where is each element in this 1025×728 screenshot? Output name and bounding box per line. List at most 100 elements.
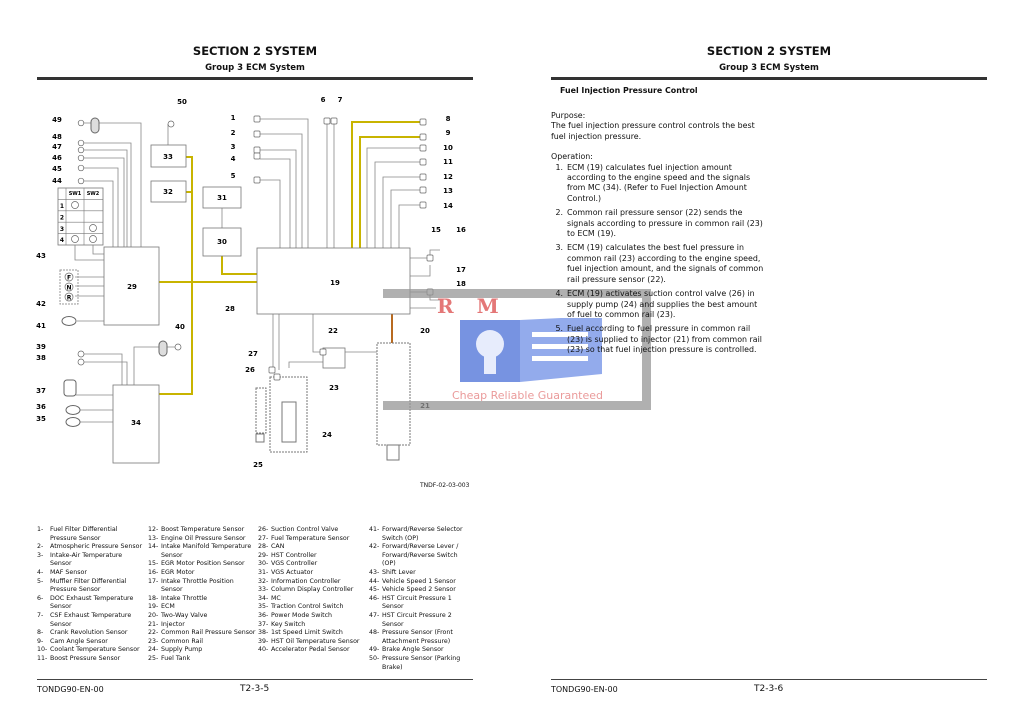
callout-32: 32 (163, 188, 173, 196)
sensor-icon (77, 164, 85, 172)
crank-signal-line (351, 121, 423, 248)
legend-text: Atmospheric Pressure Sensor (50, 543, 143, 551)
left-group-title: Group 3 ECM System (205, 63, 305, 73)
legend-text: MAF Sensor (50, 568, 87, 576)
legend-number: 18- (148, 594, 159, 602)
legend-number: 15- (148, 560, 159, 568)
legend-text: HST Circuit Pressure 1 Sensor (382, 594, 452, 611)
callout-3: 3 (231, 143, 236, 151)
legend-number: 6- (37, 594, 44, 602)
legend-text: Boost Temperature Sensor (161, 526, 245, 533)
left-section-title: SECTION 2 SYSTEM (192, 44, 318, 58)
legend-text: Fuel Filter Differential Pressure Sensor (50, 526, 118, 542)
step-text: Common rail pressure sensor (22) sends t… (567, 208, 763, 239)
legend-text: Boost Pressure Sensor (50, 654, 121, 662)
wire (260, 149, 297, 248)
fuel-tank-25 (255, 433, 265, 443)
legend-text: Cam Angle Sensor (50, 637, 108, 645)
switch-on-icon (71, 235, 79, 243)
callout-17: 17 (456, 266, 466, 274)
legend-item: 10-Coolant Temperature Sensor (37, 646, 145, 655)
legend-item: 47-HST Circuit Pressure 2 Sensor (369, 612, 464, 629)
legend-text: Crank Revolution Sensor (50, 629, 128, 637)
sensor-icon (419, 201, 427, 209)
legend-number: 47- (369, 611, 380, 619)
legend-item: 34-MC (258, 595, 366, 604)
legend-item: 36-Power Mode Switch (258, 612, 366, 621)
left-footer-rule (37, 679, 473, 680)
legend-item: 19-ECM (148, 603, 256, 612)
lever-position-icon (64, 282, 74, 292)
legend-number: 33- (258, 586, 269, 594)
box-31-vgs-actuator (202, 186, 242, 209)
right-footer-rule (551, 679, 987, 680)
box-30-vgs-controller (202, 227, 242, 257)
switch-41-icon (61, 316, 77, 326)
legend-item: 7-CSF Exhaust Temperature Sensor (37, 612, 145, 629)
wire (260, 158, 291, 248)
legend-item: 42-Forward/Reverse Lever / Forward/Rever… (369, 543, 464, 569)
legend-item: 46-HST Circuit Pressure 1 Sensor (369, 595, 464, 612)
legend-number: 42- (369, 543, 380, 551)
legend-item: 49-Brake Angle Sensor (369, 646, 464, 655)
legend-text: Forward/Reverse Selector Switch (OP) (382, 526, 463, 542)
legend-item: 4-MAF Sensor (37, 569, 145, 578)
legend-item: 43-Shift Lever (369, 569, 464, 578)
legend-number: 9- (37, 637, 44, 645)
lever-position-label: F (67, 275, 71, 282)
lever-frame (59, 269, 79, 305)
left-footer-code: TONDG90-EN-00 (37, 685, 104, 694)
wire (92, 245, 104, 255)
legend-text: Supply Pump (161, 646, 203, 654)
callout-11: 11 (443, 158, 453, 166)
step-text: ECM (19) calculates fuel injection amoun… (567, 162, 751, 203)
sensor-icon (419, 118, 427, 126)
operation-steps: 1.ECM (19) calculates fuel injection amo… (551, 163, 766, 356)
wire (260, 118, 309, 248)
callout-43: 43 (36, 252, 46, 260)
callout-49: 49 (52, 116, 62, 124)
legend-number: 43- (369, 568, 380, 576)
sensor-icon (419, 144, 427, 152)
legend-item: 50-Pressure Sensor (Parking Brake) (369, 655, 464, 672)
legend-text: Pressure Sensor (Front Attachment Pressu… (382, 629, 453, 645)
section-heading: Fuel Injection Pressure Control (560, 86, 698, 95)
legend-item: 32-Information Controller (258, 578, 366, 587)
legend-item: 27-Fuel Temperature Sensor (258, 535, 366, 544)
legend-text: ECM (161, 603, 175, 611)
pump-plunger (281, 401, 297, 443)
callout-36: 36 (36, 403, 46, 411)
callout-38: 38 (36, 354, 46, 362)
sensor-icon (77, 358, 85, 366)
operation-step: 4.ECM (19) activates suction control val… (551, 289, 766, 320)
legend-item: 38-1st Speed Limit Switch (258, 629, 366, 638)
legend-item: 20-Two-Way Valve (148, 612, 256, 621)
legend-text: VGS Actuator (271, 568, 314, 576)
operation-label: Operation: (551, 152, 593, 162)
legend-text: Pressure Sensor (Parking Brake) (382, 654, 461, 671)
step-number: 2. (555, 208, 563, 218)
figure-id: TNDF-02-03-003 (420, 482, 470, 489)
sensor-icon (77, 146, 85, 154)
legend-number: 11- (37, 654, 48, 662)
legend-item: 14-Intake Manifold Temperature Sensor (148, 543, 256, 560)
box-32-information-controller (150, 180, 187, 203)
fuel-temp-sensor-icon (268, 366, 276, 374)
legend-number: 17- (148, 577, 159, 585)
legend-number: 34- (258, 594, 269, 602)
callout-5: 5 (231, 172, 236, 180)
legend-number: 26- (258, 526, 269, 533)
legend-number: 12- (148, 526, 159, 533)
watermark-tagline: Cheap Reliable Guaranteed (452, 389, 604, 402)
legend-number: 50- (369, 654, 380, 662)
legend-text: HST Circuit Pressure 2 Sensor (382, 611, 452, 628)
legend-column: 41-Forward/Reverse Selector Switch (OP)4… (369, 526, 464, 672)
right-section-title: SECTION 2 SYSTEM (706, 44, 832, 58)
legend-item: 15-EGR Motor Position Sensor (148, 560, 256, 569)
fuel-pipe (255, 387, 267, 434)
legend-text: Intake Throttle Position Sensor (161, 577, 234, 594)
wire (84, 149, 128, 247)
callout-15: 15 (431, 226, 441, 234)
legend-number: 5- (37, 577, 44, 585)
